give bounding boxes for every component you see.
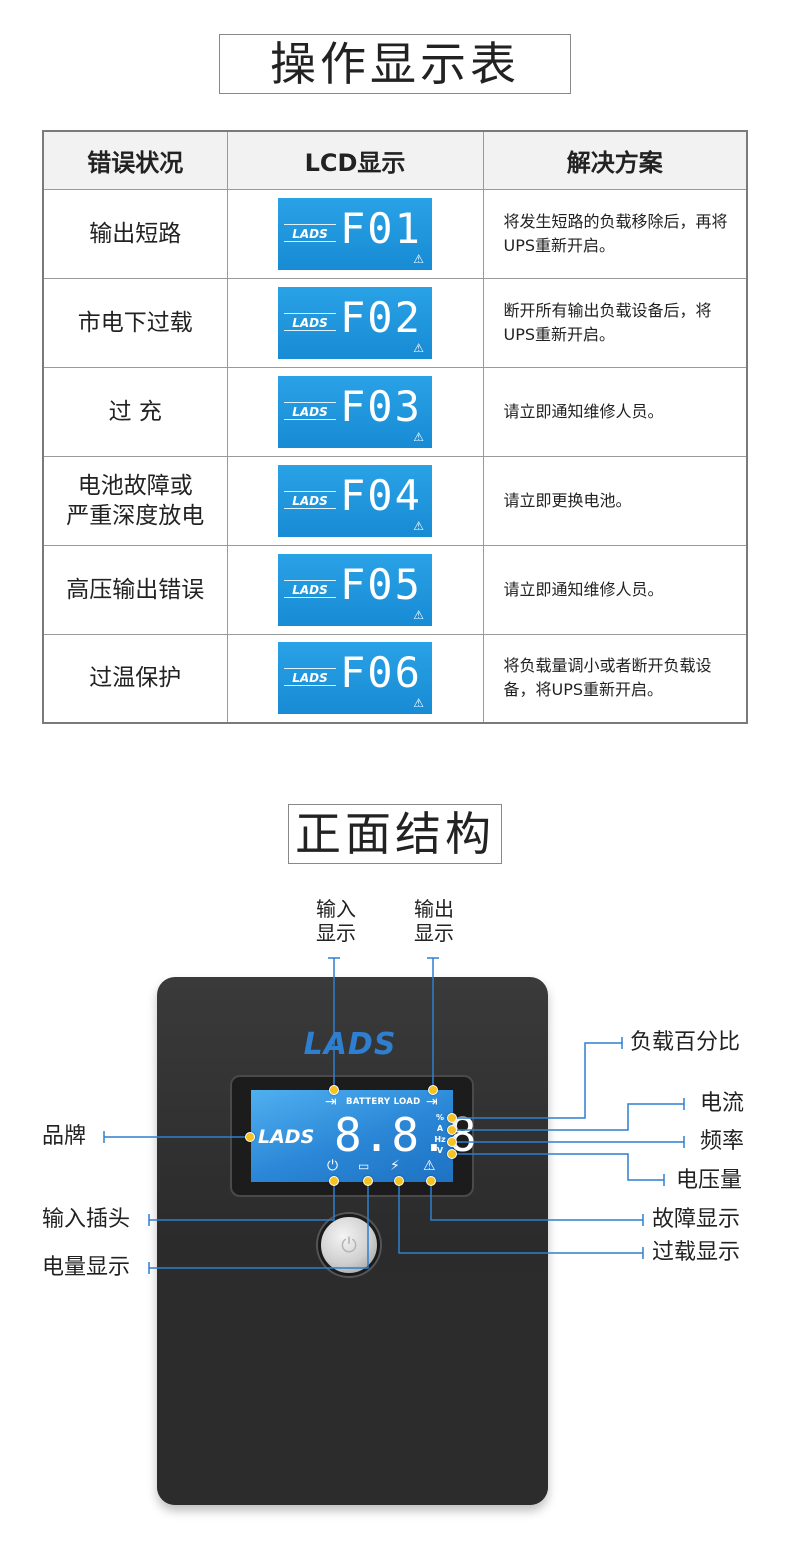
battery-icon: ▭ xyxy=(358,1159,370,1173)
unit-percent: % xyxy=(435,1113,444,1122)
label-frequency: 频率 xyxy=(700,1129,745,1154)
overload-icon: ⚡ xyxy=(390,1158,400,1174)
ups-device-lower-panel xyxy=(157,1270,548,1505)
lcd-brand-logo: LADS xyxy=(284,668,336,687)
marker-voltage xyxy=(447,1149,457,1159)
lcd-error-code: F04 xyxy=(340,470,422,520)
lcd-brand-logo: LADS xyxy=(284,223,336,242)
label-output-display: 输出 显示 xyxy=(414,897,454,945)
label-input-display: 输入 显示 xyxy=(316,897,356,945)
warning-triangle-icon: ⚠ xyxy=(413,607,424,622)
warning-triangle-icon: ⚠ xyxy=(413,429,424,444)
input-arrow-icon: ⇥ xyxy=(325,1094,337,1110)
section-title-operation-table: 操作显示表 xyxy=(219,34,571,94)
label-fault-display: 故障显示 xyxy=(652,1207,741,1232)
label-battery-level: 电量显示 xyxy=(42,1255,131,1280)
row-status: 过 充 xyxy=(42,366,228,457)
lcd-screen xyxy=(251,1090,453,1182)
unit-amp: A xyxy=(436,1124,444,1133)
label-overload-display: 过载显示 xyxy=(652,1240,741,1265)
row-status: 输出短路 xyxy=(42,188,228,279)
lcd-error-code: F03 xyxy=(340,381,422,431)
lcd-brand-logo: LADS xyxy=(284,401,336,420)
warning-triangle-icon: ⚠ xyxy=(413,251,424,266)
plug-icon: ⏻ xyxy=(327,1158,339,1174)
row-status: 过温保护 xyxy=(42,633,228,724)
marker-load-percent xyxy=(447,1113,457,1123)
marker-battery-level xyxy=(363,1176,373,1186)
output-arrow-icon: ⇥ xyxy=(426,1094,438,1110)
row-solution: 将发生短路的负载移除后，再将UPS重新开启。 xyxy=(482,188,748,279)
screen-battery-load-label: BATTERY LOAD xyxy=(346,1097,421,1107)
row-solution: 请立即通知维修人员。 xyxy=(482,544,748,635)
screen-brand-logo: LADS xyxy=(258,1126,315,1148)
lcd-error-code: F05 xyxy=(340,559,422,609)
col-header-solution: 解决方案 xyxy=(482,130,748,190)
marker-frequency xyxy=(447,1137,457,1147)
marker-input-display xyxy=(329,1085,339,1095)
lcd-brand-logo: LADS xyxy=(284,490,336,509)
power-icon: ⏻ xyxy=(341,1233,357,1257)
marker-input-plug xyxy=(329,1176,339,1186)
lcd-error-code: F06 xyxy=(340,648,422,698)
row-solution: 请立即通知维修人员。 xyxy=(482,366,748,457)
section-title-front-structure: 正面结构 xyxy=(288,804,502,864)
warning-triangle-icon: ⚠ xyxy=(413,518,424,533)
power-button[interactable]: ⏻ xyxy=(318,1214,380,1276)
marker-overload xyxy=(394,1176,404,1186)
screen-units: % A Hz V xyxy=(433,1112,447,1160)
marker-brand xyxy=(245,1132,255,1142)
label-brand: 品牌 xyxy=(42,1124,87,1149)
row-status: 市电下过载 xyxy=(42,277,228,368)
label-current: 电流 xyxy=(700,1091,745,1116)
device-brand-logo: LADS xyxy=(303,1027,397,1062)
row-solution: 请立即更换电池。 xyxy=(482,455,748,546)
unit-hz: Hz xyxy=(434,1135,446,1144)
label-load-percent: 负载百分比 xyxy=(630,1030,741,1055)
warning-triangle-icon: ⚠ xyxy=(413,696,424,711)
marker-fault xyxy=(426,1176,436,1186)
marker-current xyxy=(447,1125,457,1135)
label-input-plug: 输入插头 xyxy=(42,1207,131,1232)
unit-volt: V xyxy=(436,1146,444,1155)
lcd-brand-logo: LADS xyxy=(284,312,336,331)
lcd-error-code: F01 xyxy=(340,203,422,253)
lcd-brand-logo: LADS xyxy=(284,579,336,598)
lcd-error-code: F02 xyxy=(340,292,422,342)
row-solution: 将负载量调小或者断开负载设备，将UPS重新开启。 xyxy=(482,633,748,724)
fault-warning-icon: ⚠ xyxy=(423,1158,436,1174)
row-solution: 断开所有输出负载设备后，将UPS重新开启。 xyxy=(482,277,748,368)
warning-triangle-icon: ⚠ xyxy=(413,340,424,355)
label-voltage: 电压量 xyxy=(676,1168,743,1193)
marker-output-display xyxy=(428,1085,438,1095)
